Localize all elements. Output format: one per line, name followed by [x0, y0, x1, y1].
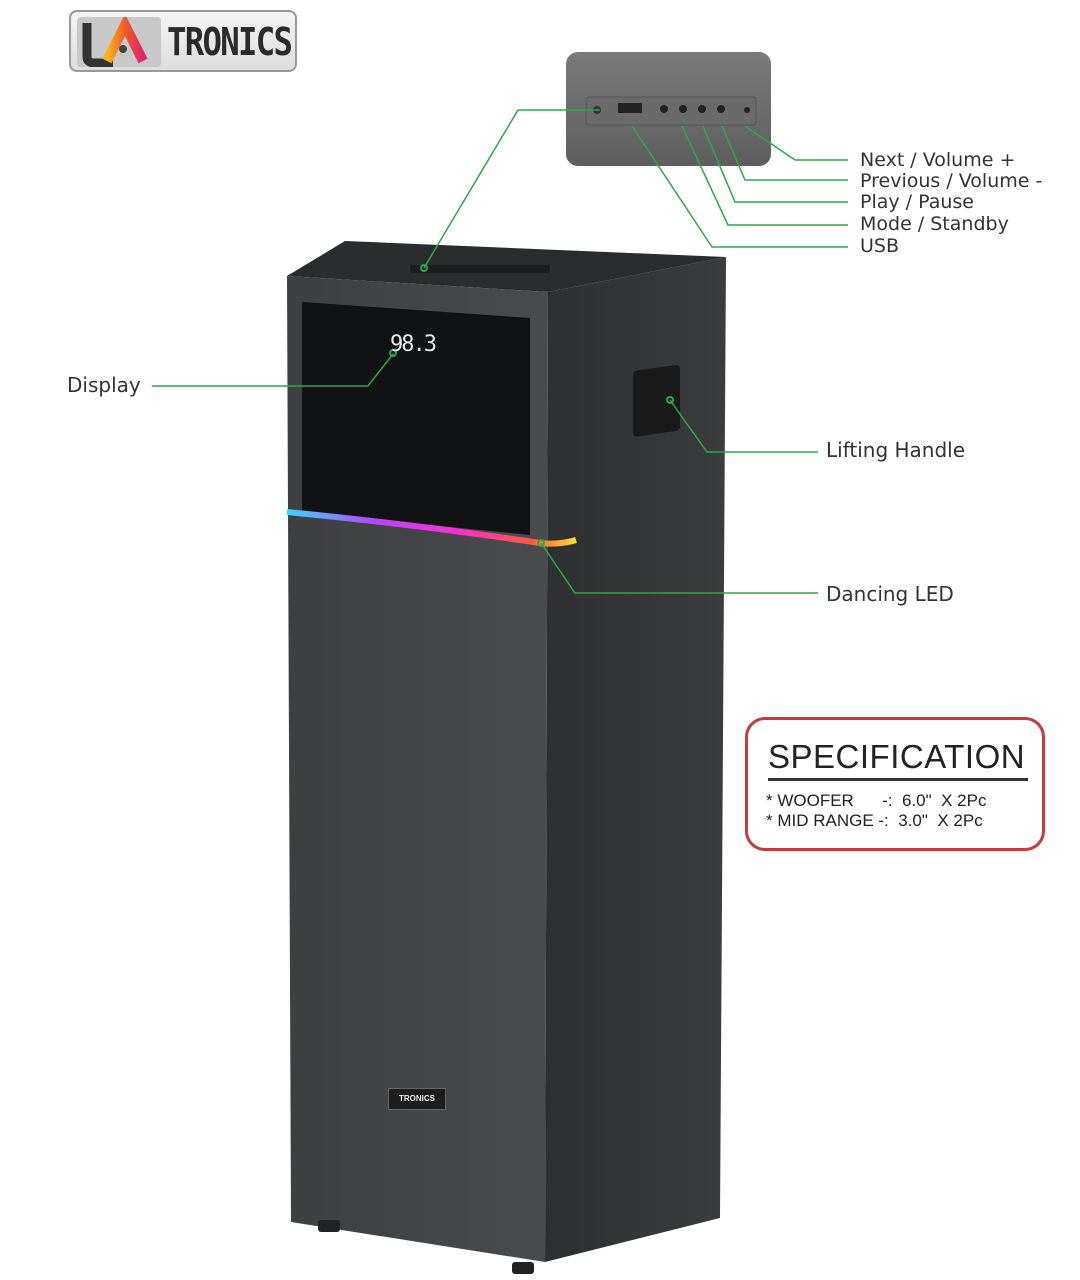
- label-play-pause: Play / Pause: [860, 191, 974, 213]
- label-dancing-led: Dancing LED: [826, 582, 954, 606]
- callout-lines: [152, 109, 848, 594]
- label-display: Display: [67, 373, 141, 397]
- logo-text: TRONICS: [167, 20, 293, 64]
- spec-row-mid-range: * MID RANGE -: 3.0" X 2Pc: [766, 811, 983, 830]
- specification-divider: [768, 778, 1028, 781]
- dancing-led-icon: [286, 509, 577, 547]
- label-next-volume-up: Next / Volume +: [860, 149, 1016, 171]
- specification-title: SPECIFICATION: [768, 738, 1026, 775]
- brand-logo: TRONICS: [69, 10, 297, 72]
- label-previous-volume-down: Previous / Volume -: [860, 170, 1043, 192]
- logo-mark-icon: [77, 13, 161, 68]
- display-readout: 98.3: [390, 332, 437, 357]
- label-mode-standby: Mode / Standby: [860, 213, 1009, 235]
- specification-box: SPECIFICATION * WOOFER -: 6.0" X 2Pc * M…: [745, 717, 1045, 851]
- speaker-badge: TRONICS: [388, 1088, 446, 1110]
- speaker-side: [545, 257, 726, 1262]
- lifting-handle: [633, 364, 680, 437]
- display-panel: [302, 302, 530, 535]
- control-panel-closeup: [566, 52, 771, 166]
- label-usb: USB: [860, 235, 900, 257]
- spec-row-woofer: * WOOFER -: 6.0" X 2Pc: [766, 791, 987, 810]
- label-lifting-handle: Lifting Handle: [826, 438, 966, 462]
